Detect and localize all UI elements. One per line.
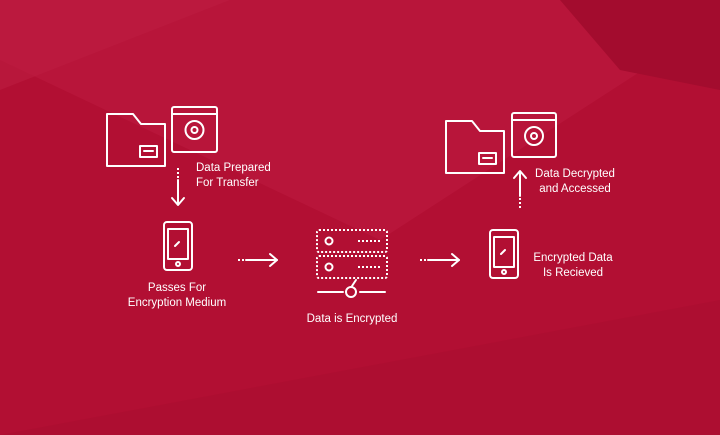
label-line: For Transfer	[196, 177, 259, 189]
label-line: Encrypted Data	[533, 252, 613, 264]
folder-icon	[445, 120, 505, 174]
label-line: Encryption Medium	[127, 297, 227, 309]
smartphone-icon	[163, 221, 193, 271]
label-line: Data is Encrypted	[306, 313, 398, 325]
arrow-up-icon	[513, 170, 527, 208]
settings-window-icon	[511, 112, 557, 158]
label-line: and Accessed	[539, 183, 611, 195]
arrow-right-icon	[238, 253, 278, 267]
step-passes-label: Passes For Encryption Medium	[128, 281, 226, 311]
label-line: Data Decrypted	[535, 168, 615, 180]
label-line: Data Prepared	[196, 162, 271, 174]
step-prepared-label: Data Prepared For Transfer	[196, 161, 271, 191]
step-received-label: Encrypted Data Is Recieved	[533, 251, 612, 281]
arrow-down-icon	[171, 168, 185, 206]
settings-window-icon	[171, 106, 218, 153]
smartphone-icon	[489, 229, 519, 279]
arrow-right-icon	[420, 253, 460, 267]
server-icon	[316, 229, 388, 298]
step-decrypted-label: Data Decrypted and Accessed	[535, 167, 615, 197]
folder-icon	[106, 113, 166, 167]
label-line: Is Recieved	[542, 267, 604, 279]
label-line: Passes For	[147, 282, 207, 294]
step-encrypted-label: Data is Encrypted	[307, 312, 398, 327]
